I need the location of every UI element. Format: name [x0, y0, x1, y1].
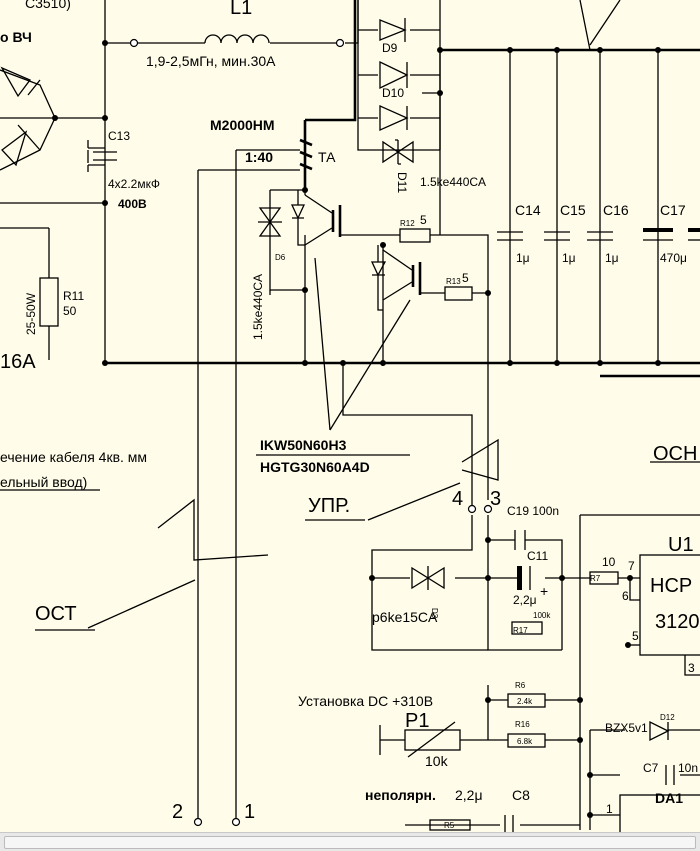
resistors [0, 227, 619, 831]
label-pin4: 4 [452, 488, 463, 510]
label-r12-value: 5 [420, 213, 427, 227]
label-c13: C13 [108, 129, 130, 143]
label-osn: ОСН [653, 443, 697, 465]
label-u1-part2: 3120 [655, 611, 700, 633]
label-r11: R11 [63, 289, 84, 303]
label-p1: P1 [405, 710, 429, 732]
label-pin3: 3 [490, 488, 501, 510]
label-u1: U1 [668, 534, 694, 556]
label-r7-value: 10 [602, 555, 616, 569]
text-labels: C3510) о ВЧ L1 1,9-2,5мГн, мин.30А C13 4… [0, 0, 700, 830]
label-pin1: 1 [244, 801, 255, 823]
label-c7-value: 10n [678, 761, 698, 775]
igbt-transistors [290, 190, 422, 311]
label-r5: R5 [444, 821, 455, 830]
label-r17-value: 100k [533, 611, 551, 620]
label-plus: + [540, 583, 548, 599]
label-u1-pin7: 7 [628, 559, 635, 573]
label-ratio: 1:40 [245, 149, 273, 165]
horizontal-scrollbar[interactable] [0, 832, 700, 851]
label-u1-part: HCP [650, 575, 692, 597]
label-ctrl: УПР. [308, 495, 350, 517]
label-r16-value: 6.8k [517, 737, 533, 746]
label-r12: R12 [400, 219, 415, 228]
label-core: М2000НМ [210, 117, 275, 133]
label-c7: C7 [643, 761, 659, 775]
label-d9: D9 [382, 41, 398, 55]
label-c17-value: 470μ [660, 251, 687, 265]
label-cable-2: ельный ввод) [0, 474, 87, 490]
capacitors [87, 140, 700, 835]
label-p1-value: 10k [425, 753, 449, 769]
label-c11-value: 2,2μ [513, 593, 537, 607]
label-transistors-1: IKW50N60H3 [260, 437, 347, 453]
label-r7: R7 [590, 574, 601, 583]
label-c11: C11 [527, 549, 548, 563]
label-bzx: BZX5v1 [605, 721, 648, 735]
transformer-marks [157, 138, 499, 561]
label-d6: D6 [275, 253, 286, 262]
label-c19: C19 100n [507, 504, 559, 518]
label-d12: D12 [660, 713, 675, 722]
label-r13: R13 [446, 277, 461, 286]
label-r16: R16 [515, 720, 530, 729]
label-nonpolar-value: 2,2μ [455, 787, 483, 803]
label-l1-spec: 1,9-2,5мГн, мин.30А [146, 53, 276, 69]
label-d3: D3 [430, 608, 439, 619]
label-d3-value: p6ke15CA [372, 609, 438, 625]
label-c8: C8 [512, 787, 530, 803]
terminal-pins [129, 38, 493, 827]
scrollbar-thumb[interactable] [4, 836, 696, 849]
label-c15: C15 [560, 202, 586, 218]
junction-dots [52, 40, 661, 818]
label-r11-value: 50 [63, 304, 77, 318]
label-c13-voltage: 400В [118, 197, 147, 211]
label-c17: C17 [660, 202, 686, 218]
label-setup: Установка DC +310В [298, 693, 433, 709]
label-top-left: о ВЧ [0, 29, 32, 45]
label-ost: ОСТ [35, 603, 77, 625]
label-d11: D11 [395, 172, 409, 193]
label-c14: C14 [515, 202, 541, 218]
label-c15-value: 1μ [562, 251, 576, 265]
leader-lines [0, 0, 700, 631]
label-u1-pin5: 5 [632, 629, 639, 643]
label-da1-pin1: 1 [606, 802, 613, 816]
label-cable-1: ечение кабеля 4кв. мм [0, 449, 147, 465]
diodes [0, 18, 670, 742]
label-d11-value: 1.5ke440CA [420, 175, 486, 189]
inductor-l1 [204, 34, 270, 44]
label-c16: C16 [603, 202, 629, 218]
label-c13-value: 4х2.2мкФ [108, 177, 160, 191]
label-fuse: 16А [0, 351, 36, 373]
label-ta: ТА [318, 149, 336, 165]
label-r13-value: 5 [462, 271, 469, 285]
label-l1: L1 [230, 0, 252, 19]
label-d6-value: 1.5ke440CA [251, 274, 265, 340]
label-r6-value: 2.4k [517, 697, 533, 706]
label-top-ref: C3510) [25, 0, 71, 11]
label-u1-pin3: 3 [688, 661, 695, 675]
label-pin2: 2 [172, 801, 183, 823]
label-c16-value: 1μ [605, 251, 619, 265]
label-c14-value: 1μ [516, 251, 530, 265]
label-r11-power: 25-50W [24, 292, 38, 335]
label-da1: DA1 [655, 790, 683, 806]
label-d10: D10 [382, 86, 404, 100]
label-r17: R17 [513, 626, 528, 635]
label-transistors-2: HGTG30N60A4D [260, 459, 370, 475]
label-nonpolar: неполярн. [365, 787, 436, 803]
label-u1-pin6: 6 [622, 589, 629, 603]
label-r6: R6 [515, 681, 526, 690]
